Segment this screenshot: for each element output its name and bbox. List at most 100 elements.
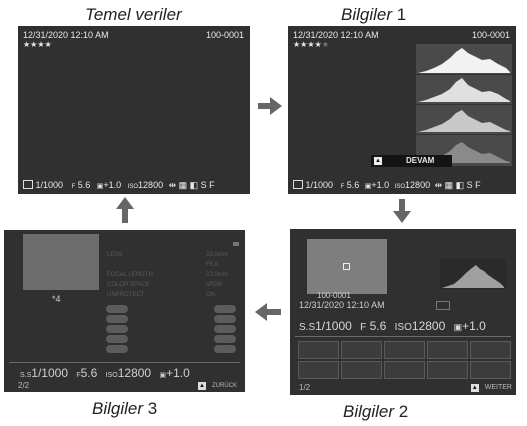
grid-cell xyxy=(470,361,511,379)
iso-value: 12800 xyxy=(411,319,446,333)
ev-value: +1.0 xyxy=(166,366,190,380)
toggle-indicator xyxy=(106,345,128,353)
ss-prefix: S.S xyxy=(20,372,32,379)
shutter-value: 1/1000 xyxy=(35,180,64,190)
iso-prefix: ISO xyxy=(394,322,412,333)
exposure-readout: S.S1/1000 F5.6 ISO12800 ▣+1.0 xyxy=(20,366,190,380)
info-value: ON xyxy=(206,292,215,298)
frame-number: 100-0001 xyxy=(471,30,510,40)
iso-prefix: ISO xyxy=(105,372,118,379)
ev-icon: ▣ xyxy=(453,322,463,332)
datetime-text: 12/31/2020 12:10 AM xyxy=(299,300,385,310)
weiter-button[interactable]: ▲WEITER xyxy=(470,384,512,392)
button-icon: ▲ xyxy=(374,157,382,165)
info-label: LENS xyxy=(107,252,123,258)
iso-prefix: ISO xyxy=(127,184,139,190)
caption-info-3: Bilgiler 3 xyxy=(92,399,158,418)
toggle-indicator xyxy=(214,335,236,343)
info-value: sRGB xyxy=(206,282,223,288)
aperture-prefix: F xyxy=(71,184,76,190)
grid-cell xyxy=(341,341,382,359)
settings-grid xyxy=(298,341,511,379)
arrow-down-icon xyxy=(393,199,411,223)
shutter-value: 1/1000 xyxy=(305,180,334,190)
playback-icon xyxy=(23,180,33,189)
status-icons: ⇹ ▦ ◧ S F xyxy=(434,180,481,190)
screen-basic-data: 12/31/2020 12:10 AM 100-0001 ★★★★ 1/1000… xyxy=(18,26,250,194)
exposure-bar: 1/1000 F 5.6 ▣+1.0 ISO12800 ⇹ ▦ ◧ S F xyxy=(23,179,215,191)
zuruck-button[interactable]: ▲ ZURÜCK xyxy=(198,382,237,390)
info-label: COLOR SPACE xyxy=(107,282,150,288)
grid-cell xyxy=(298,361,339,379)
datetime-text: 12/31/2020 12:10 AM xyxy=(293,30,379,40)
exposure-bar: 1/1000 F 5.6 ▣+1.0 ISO12800 ⇹ ▦ ◧ S F xyxy=(293,179,481,191)
small-icon xyxy=(233,242,239,246)
grid-cell xyxy=(384,341,425,359)
page-indicator: 1/2 xyxy=(299,383,311,392)
toggle-indicator xyxy=(214,325,236,333)
small-icon xyxy=(436,301,450,310)
aperture-prefix: F xyxy=(360,322,367,333)
toggle-indicator xyxy=(214,345,236,353)
info-value: 23.0mm xyxy=(206,272,228,278)
zuruck-label: ZURÜCK xyxy=(212,383,237,389)
iso-prefix: ISO xyxy=(394,184,406,190)
screen-info-1: 12/31/2020 12:10 AM 100-0001 ★★★★★ ▲ DEV… xyxy=(288,26,516,194)
info-value: F5.6 xyxy=(206,262,219,268)
page-indicator: 2/2 xyxy=(18,381,30,390)
thumbnail-image xyxy=(307,239,387,294)
ev-value: +1.0 xyxy=(371,180,390,190)
datetime-text: 12/31/2020 12:10 AM xyxy=(23,30,109,40)
ev-icon: ▣ xyxy=(364,183,372,190)
thumbnail-image xyxy=(23,234,99,290)
aperture-prefix: F xyxy=(340,184,345,190)
caption-info-2: Bilgiler 2 xyxy=(343,402,409,421)
info-label xyxy=(107,260,153,270)
histogram-panel xyxy=(416,44,512,166)
toggle-indicator xyxy=(106,315,128,323)
frame-number: 100-0001 xyxy=(205,30,244,40)
shutter-value: 1/1000 xyxy=(31,366,68,380)
ss-prefix: S.S xyxy=(299,322,316,333)
arrow-right-icon xyxy=(258,97,282,115)
rating-text: *4 xyxy=(52,294,61,304)
button-icon: ▲ xyxy=(470,384,479,392)
histogram-chart xyxy=(416,48,512,163)
separator xyxy=(9,362,240,363)
toggle-indicator xyxy=(106,335,128,343)
devam-button[interactable]: ▲ DEVAM xyxy=(371,155,452,167)
iso-value: 12800 xyxy=(405,180,431,190)
focus-point-icon xyxy=(343,263,350,270)
grid-cell xyxy=(384,361,425,379)
shutter-value: 1/1000 xyxy=(315,319,352,333)
ev-value: +1.0 xyxy=(103,180,122,190)
screen-info-3: *4 LENS FOCAL LENGTH COLOR SPACE UNPROTE… xyxy=(4,230,245,392)
button-icon: ▲ xyxy=(198,382,206,390)
toggle-indicator xyxy=(214,305,236,313)
aperture-value: 5.6 xyxy=(77,180,91,190)
ev-icon: ▣ xyxy=(159,372,167,379)
grid-cell xyxy=(298,341,339,359)
grid-cell xyxy=(427,341,468,359)
aperture-value: 5.6 xyxy=(80,366,98,380)
mini-histogram xyxy=(440,259,506,289)
iso-value: 12800 xyxy=(138,180,164,190)
caption-basic-data: Temel veriler xyxy=(85,5,182,24)
arrow-up-icon xyxy=(116,197,134,223)
frame-number: 100-0001 xyxy=(317,291,351,300)
grid-cell xyxy=(341,361,382,379)
toggle-indicator xyxy=(214,315,236,323)
screen-info-2: 100-0001 12/31/2020 12:10 AM S.S1/1000 F… xyxy=(290,229,516,395)
aperture-prefix: F xyxy=(76,372,81,379)
aperture-value: 5.6 xyxy=(346,180,360,190)
rating-stars: ★★★★★ xyxy=(293,40,329,49)
exposure-readout: S.S1/1000 F 5.6 ISO12800 ▣+1.0 xyxy=(299,319,486,333)
grid-cell xyxy=(470,341,511,359)
info-value: 23.0mm xyxy=(206,252,228,258)
ev-icon: ▣ xyxy=(96,183,104,190)
info-label: FOCAL LENGTH xyxy=(107,272,153,278)
arrow-left-icon xyxy=(255,303,281,321)
grid-cell xyxy=(427,361,468,379)
toggle-indicator xyxy=(106,305,128,313)
aperture-value: 5.6 xyxy=(369,319,387,333)
